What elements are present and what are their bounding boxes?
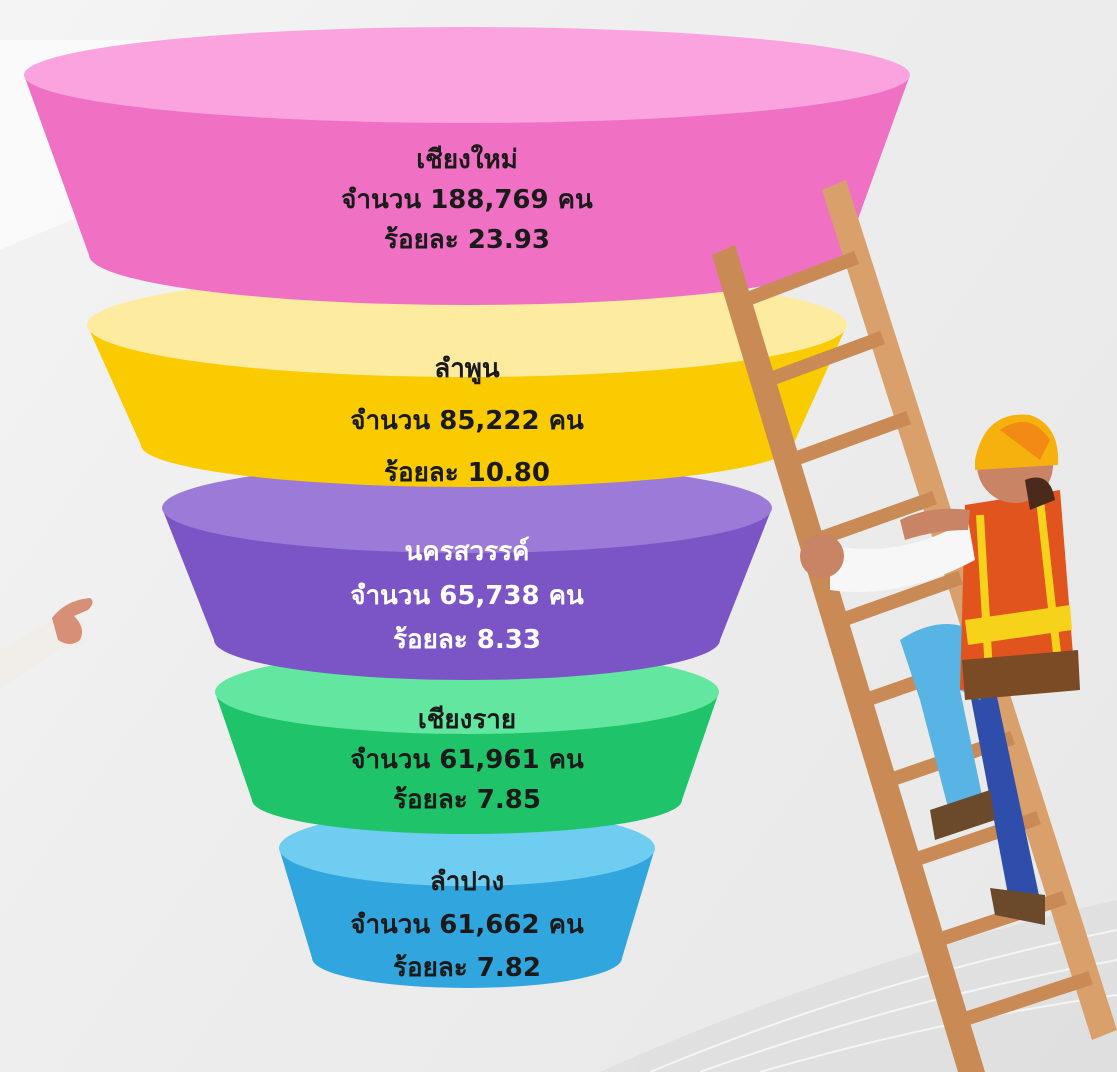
funnel-stage-body [162, 508, 772, 680]
pointing-hand-illustration [0, 598, 93, 690]
funnel-stage [24, 27, 910, 305]
funnel-stage-top [162, 463, 772, 553]
funnel-stage-top [87, 273, 847, 377]
funnel-layers [24, 27, 910, 988]
funnel-stage-top [24, 27, 910, 123]
funnel-stage [162, 463, 772, 680]
construction-worker-illustration [800, 414, 1080, 925]
funnel-stage-body [24, 75, 910, 305]
funnel-stage [279, 810, 655, 988]
funnel-stage-body [279, 848, 655, 988]
funnel-stage [87, 273, 847, 487]
